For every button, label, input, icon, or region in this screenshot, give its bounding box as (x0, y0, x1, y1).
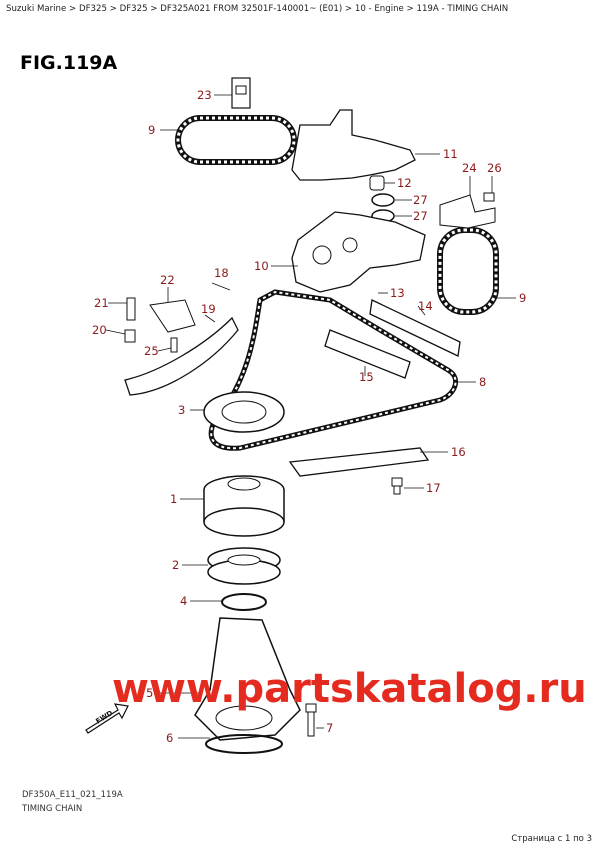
callout-12: 12 (397, 176, 412, 190)
callout-13: 13 (390, 286, 405, 300)
callout-8: 8 (479, 375, 486, 389)
callout-24: 24 (462, 161, 477, 175)
figure-code: DF350A_E11_021_119A (22, 790, 123, 800)
callout-26: 26 (487, 161, 502, 175)
chain-tensioner-left (124, 297, 239, 396)
upper-chain-loop (175, 77, 297, 165)
figure-name: TIMING CHAIN (22, 804, 83, 814)
callout-27-a: 27 (413, 193, 428, 207)
figure-title: FIG.119A (20, 52, 118, 74)
callout-10: 10 (254, 259, 269, 273)
callout-2: 2 (172, 558, 179, 572)
chain-guide-16 (288, 447, 430, 477)
drive-sprocket (203, 391, 285, 537)
chain-guide-bracket (291, 211, 426, 293)
callout-27-b: 27 (413, 209, 428, 223)
callout-15: 15 (359, 370, 374, 384)
callout-21: 21 (94, 296, 109, 310)
bolt-17 (391, 477, 403, 495)
guide-rail-15 (324, 329, 411, 379)
callout-3: 3 (178, 403, 185, 417)
callout-7: 7 (326, 721, 333, 735)
callout-9-top: 9 (148, 123, 155, 137)
callout-25: 25 (144, 344, 159, 358)
bearing-2 (207, 547, 281, 611)
callout-17: 17 (426, 481, 441, 495)
guide-rail-14 (369, 299, 461, 357)
breadcrumb: Suzuki Marine > DF325 > DF325 > DF325A02… (6, 4, 509, 14)
callout-16: 16 (451, 445, 466, 459)
leader-lines (105, 94, 516, 739)
callout-9-right: 9 (519, 291, 526, 305)
right-chain-loop (437, 192, 499, 315)
watermark: www.partskatalog.ru (112, 666, 587, 712)
callout-14: 14 (418, 299, 433, 313)
callout-1: 1 (170, 492, 177, 506)
callout-22: 22 (160, 273, 175, 287)
callout-4: 4 (180, 594, 187, 608)
gasket-plate (291, 109, 416, 181)
callout-19: 19 (201, 302, 216, 316)
page-info: Страница с 1 по 3 (511, 834, 592, 844)
callout-20: 20 (92, 323, 107, 337)
callout-18: 18 (214, 266, 229, 280)
callout-23: 23 (197, 88, 212, 102)
callout-5: 5 (146, 686, 153, 700)
housing-assembly (194, 617, 317, 754)
callout-11: 11 (443, 147, 458, 161)
callout-6: 6 (166, 731, 173, 745)
